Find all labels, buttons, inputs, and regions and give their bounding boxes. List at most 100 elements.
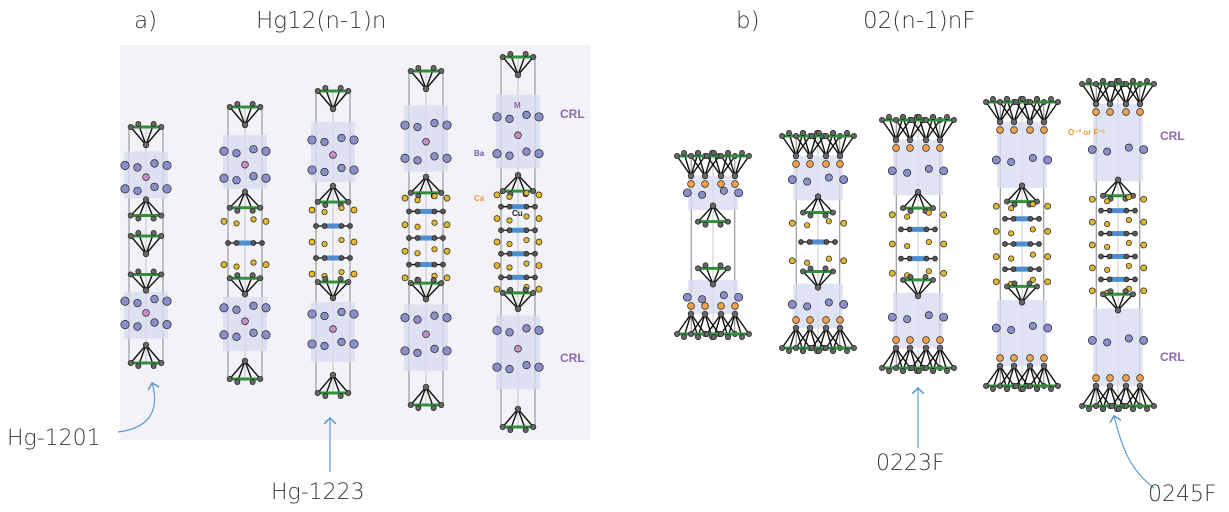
apical-anion: [1092, 108, 1100, 116]
barium-atom: [522, 147, 531, 156]
barium-atom: [442, 346, 452, 356]
calcium-atom: [414, 223, 421, 230]
structure-a-2: [219, 101, 271, 385]
barium-atom: [924, 164, 933, 173]
oxygen-atom: [241, 291, 249, 298]
oxygen-atom: [1106, 276, 1113, 283]
oxygen-atom: [431, 235, 438, 241]
oxygen-atom: [1004, 386, 1010, 392]
oxygen-atom: [1018, 182, 1026, 189]
barium-atom: [492, 325, 502, 335]
oxygen-atom: [822, 152, 830, 160]
structure-b-5: [1079, 78, 1157, 412]
oxygen-atom: [836, 324, 844, 332]
oxygen-atom: [800, 268, 806, 275]
calcium-atom: [1140, 195, 1148, 203]
oxygen-atom: [1098, 276, 1104, 283]
calcium-atom: [523, 213, 530, 220]
calcium-atom: [401, 274, 409, 282]
barium-atom: [1087, 336, 1097, 345]
structure-b-4: [983, 96, 1061, 392]
calcium-atom: [220, 218, 228, 225]
hg-atom: [329, 151, 337, 159]
oxygen-atom: [702, 262, 709, 269]
barium-atom: [133, 299, 142, 308]
apical-anion: [1040, 126, 1048, 134]
oxygen-atom: [914, 188, 922, 196]
oxygen-atom: [506, 274, 513, 281]
oxygen-atom: [142, 141, 150, 149]
barium-atom: [219, 303, 229, 313]
calcium-atom: [308, 270, 316, 278]
oxygen-atom: [688, 153, 694, 159]
calcium-atom: [1029, 251, 1036, 258]
oxygen-atom: [322, 202, 329, 208]
calcium-atom: [523, 260, 530, 267]
cuo-pyramid: [823, 130, 857, 160]
plane-center: [419, 208, 433, 214]
cuo2-plane: [1002, 215, 1042, 222]
apical-anion: [731, 180, 739, 188]
cuo2-plane: [406, 208, 446, 215]
barium-atom: [734, 292, 744, 302]
oxygen-atom: [695, 334, 701, 340]
oxygen-atom: [687, 172, 695, 180]
oxygen-atom: [226, 275, 233, 282]
barium-atom: [492, 149, 502, 159]
calcium-atom: [804, 259, 811, 266]
barium-atom: [505, 151, 514, 160]
oxygen-atom: [158, 212, 165, 219]
oxygen-atom: [499, 289, 506, 296]
barium-atom: [839, 300, 849, 309]
barium-atom: [505, 328, 514, 337]
oxygen-atom: [1100, 78, 1106, 84]
oxygen-atom: [886, 368, 892, 374]
structure-b-1: [674, 150, 752, 340]
oxygen-atom: [523, 227, 530, 234]
oxygen-atom: [498, 274, 504, 281]
calcium-atom: [233, 220, 240, 227]
oxygen-atom: [786, 348, 792, 354]
oxygen-atom: [1034, 386, 1040, 392]
oxygen-atom: [1116, 78, 1122, 84]
barium-atom: [1103, 147, 1112, 156]
m-label: M: [514, 101, 521, 110]
oxygen-atom: [923, 255, 930, 262]
apical-anion: [822, 316, 830, 324]
oxygen-atom: [1123, 403, 1129, 409]
calcium-atom: [1044, 253, 1052, 260]
oxygen-atom: [916, 368, 922, 374]
cuo2-plane: [1002, 266, 1042, 273]
cuo-pyramid: [314, 85, 352, 113]
hg-atom: [329, 325, 337, 333]
oxygen-atom: [345, 390, 352, 396]
barium-atom: [400, 153, 410, 163]
oxygen-atom: [514, 171, 522, 179]
plane-center: [911, 256, 925, 262]
oxygen-atom: [951, 117, 957, 123]
calcium-atom: [443, 274, 451, 282]
oxygen-atom: [1123, 276, 1130, 283]
calcium-atom: [506, 240, 513, 248]
barium-atom: [903, 168, 912, 177]
oxygen-atom: [523, 250, 530, 257]
barium-atom: [232, 305, 241, 314]
oxygen-atom: [717, 221, 724, 228]
oxygen-atom: [438, 402, 445, 408]
cuo2-plane: [898, 226, 938, 233]
barium-atom: [120, 296, 130, 306]
oxygen-atom: [1122, 100, 1130, 108]
oxygen-atom: [1010, 266, 1017, 273]
cuo2-plane: [498, 203, 538, 210]
oxygen-atom: [725, 334, 731, 340]
oxygen-atom: [1136, 100, 1144, 108]
oxygen-atom: [779, 133, 785, 139]
oxygen-atom: [1136, 382, 1144, 390]
oxygen-atom: [823, 239, 830, 245]
oxygen-atom: [1027, 215, 1034, 222]
calcium-atom: [1140, 287, 1148, 295]
barium-atom: [1139, 145, 1149, 154]
apical-anion: [922, 144, 930, 152]
calcium-atom: [506, 264, 513, 271]
oxygen-atom: [440, 261, 446, 268]
